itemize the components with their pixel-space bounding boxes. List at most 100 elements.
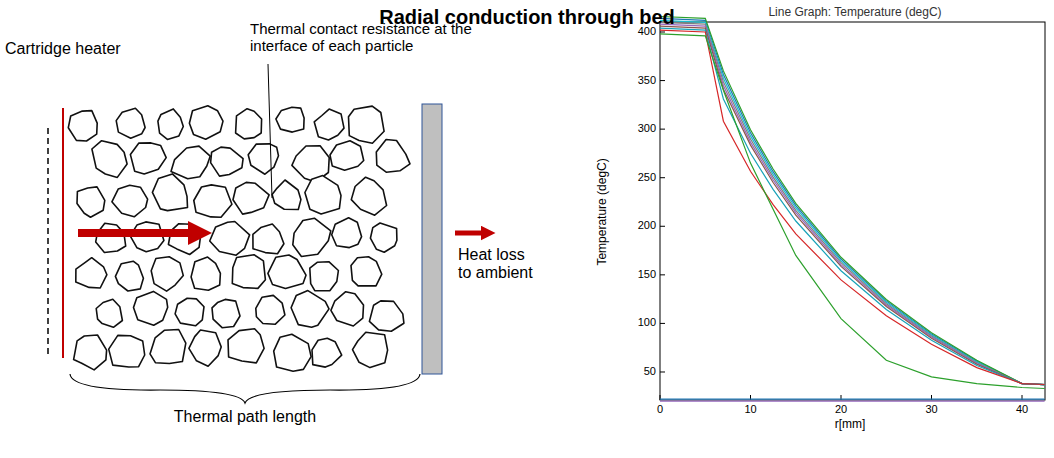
heat-loss-label: Heat loss to ambient <box>458 246 538 283</box>
heater-axis <box>47 128 49 358</box>
curve <box>660 28 1045 385</box>
particle <box>112 185 148 217</box>
particle <box>74 335 107 370</box>
particle <box>150 330 186 364</box>
tick-label: 200 <box>620 219 656 232</box>
curve <box>660 24 1045 384</box>
particle <box>151 257 183 291</box>
particle <box>134 291 168 325</box>
tick-label: 50 <box>620 365 656 378</box>
particle <box>253 224 284 254</box>
particle <box>256 295 285 324</box>
axis-title: r[mm] <box>820 418 880 432</box>
tick-label: 300 <box>620 122 656 135</box>
particle <box>76 258 107 288</box>
particle <box>92 141 127 178</box>
y-tick <box>660 32 665 33</box>
outer-wall <box>422 104 442 374</box>
particle <box>291 291 329 328</box>
y-tick <box>660 226 665 227</box>
tick-label: 30 <box>917 403 947 416</box>
tick-label: 150 <box>620 268 656 281</box>
curve <box>660 34 1045 389</box>
plot-title: Line Graph: Temperature (degC) <box>720 6 990 20</box>
particle <box>272 180 301 210</box>
particle <box>152 174 187 211</box>
y-tick <box>660 371 665 372</box>
particle <box>130 143 166 174</box>
particle <box>168 224 201 255</box>
particle <box>314 109 344 140</box>
heater-label: Cartridge heater <box>5 40 155 58</box>
bracket <box>70 374 420 403</box>
particle <box>376 140 410 173</box>
particle <box>212 299 240 327</box>
particle <box>210 222 250 256</box>
particle <box>330 141 364 171</box>
particle <box>349 106 385 143</box>
particle <box>369 301 404 331</box>
particle <box>248 144 278 174</box>
curve <box>660 26 1045 384</box>
particle <box>96 223 126 252</box>
tick-label: 10 <box>736 403 766 416</box>
particle <box>268 255 306 289</box>
particle <box>228 329 264 363</box>
curve <box>660 401 1045 402</box>
tick-label: 40 <box>1007 403 1037 416</box>
particle <box>310 262 339 291</box>
particle <box>116 108 145 138</box>
cartridge-heater <box>62 108 64 358</box>
particle <box>293 218 331 256</box>
particle <box>331 292 364 326</box>
axis-ticks <box>660 32 1022 400</box>
y-tick <box>660 274 665 275</box>
particle <box>370 223 397 252</box>
temperature-curves <box>660 17 1045 402</box>
y-tick <box>660 129 665 130</box>
particle <box>189 330 221 366</box>
particle <box>351 177 386 215</box>
particle <box>175 298 204 326</box>
tick-label: 350 <box>620 74 656 87</box>
particle <box>312 338 342 367</box>
particle <box>171 146 210 179</box>
particle <box>332 218 362 248</box>
particle <box>351 257 382 286</box>
tick-label: 250 <box>620 171 656 184</box>
curve <box>660 399 1045 400</box>
particle <box>233 182 269 214</box>
y-tick <box>660 177 665 178</box>
path-length-label: Thermal path length <box>150 408 340 426</box>
particle <box>232 255 265 289</box>
callout-label: Thermal contact resistance at the interf… <box>250 20 490 55</box>
particle <box>211 147 244 176</box>
particle <box>276 107 304 132</box>
particle <box>194 185 232 217</box>
particle-bed <box>68 106 410 372</box>
particle <box>109 335 145 367</box>
particle <box>274 334 311 371</box>
particle <box>353 332 388 367</box>
particle <box>115 261 143 291</box>
particle <box>96 299 122 327</box>
heat-flow-arrow <box>78 229 200 237</box>
particle <box>191 257 220 290</box>
particle <box>305 176 341 214</box>
tick-label: 20 <box>826 403 856 416</box>
plot-frame <box>660 22 1045 400</box>
particle <box>189 106 223 140</box>
heat-loss-arrow <box>455 231 488 236</box>
curve <box>660 30 1045 384</box>
particle <box>158 109 183 139</box>
particle <box>77 187 105 217</box>
axis-title: Temperature (degC) <box>596 137 610 287</box>
tick-label: 100 <box>620 316 656 329</box>
curve <box>660 22 1045 384</box>
particle <box>236 109 262 139</box>
tick-label: 400 <box>620 25 656 38</box>
particle <box>68 111 97 141</box>
tick-label: 0 <box>645 403 675 416</box>
leader-line <box>268 64 272 198</box>
